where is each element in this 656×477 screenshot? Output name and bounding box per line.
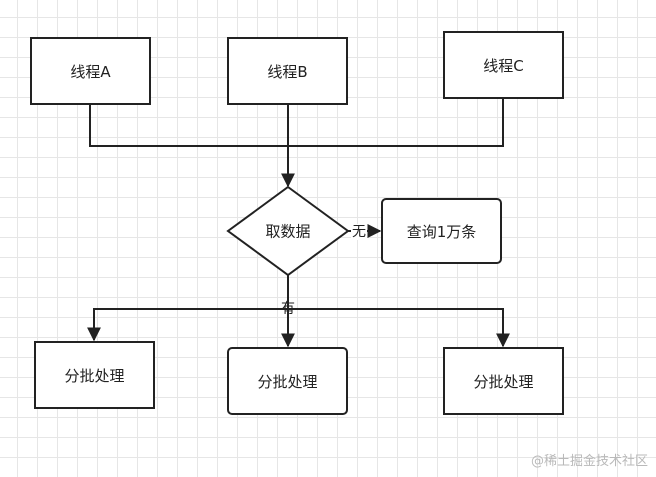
node-thread-c: 线程C bbox=[443, 31, 564, 99]
edge-label-yes: 有 bbox=[281, 301, 295, 317]
node-batch-2: 分批处理 bbox=[227, 347, 348, 415]
connector-yes-right bbox=[288, 308, 510, 348]
node-thread-b: 线程B bbox=[227, 37, 348, 105]
connector-yes-left bbox=[87, 308, 288, 342]
node-thread-a: 线程A bbox=[30, 37, 151, 105]
node-query-10k: 查询1万条 bbox=[381, 198, 502, 264]
node-batch-1: 分批处理 bbox=[34, 341, 155, 409]
connector-thread-a bbox=[89, 104, 288, 147]
watermark: @稀土掘金技术社区 bbox=[530, 454, 648, 469]
node-batch-3: 分批处理 bbox=[443, 347, 564, 415]
connector-thread-c bbox=[288, 98, 504, 147]
edge-label-no: 无 bbox=[351, 224, 367, 240]
decision-label: 取数据 bbox=[265, 222, 311, 241]
